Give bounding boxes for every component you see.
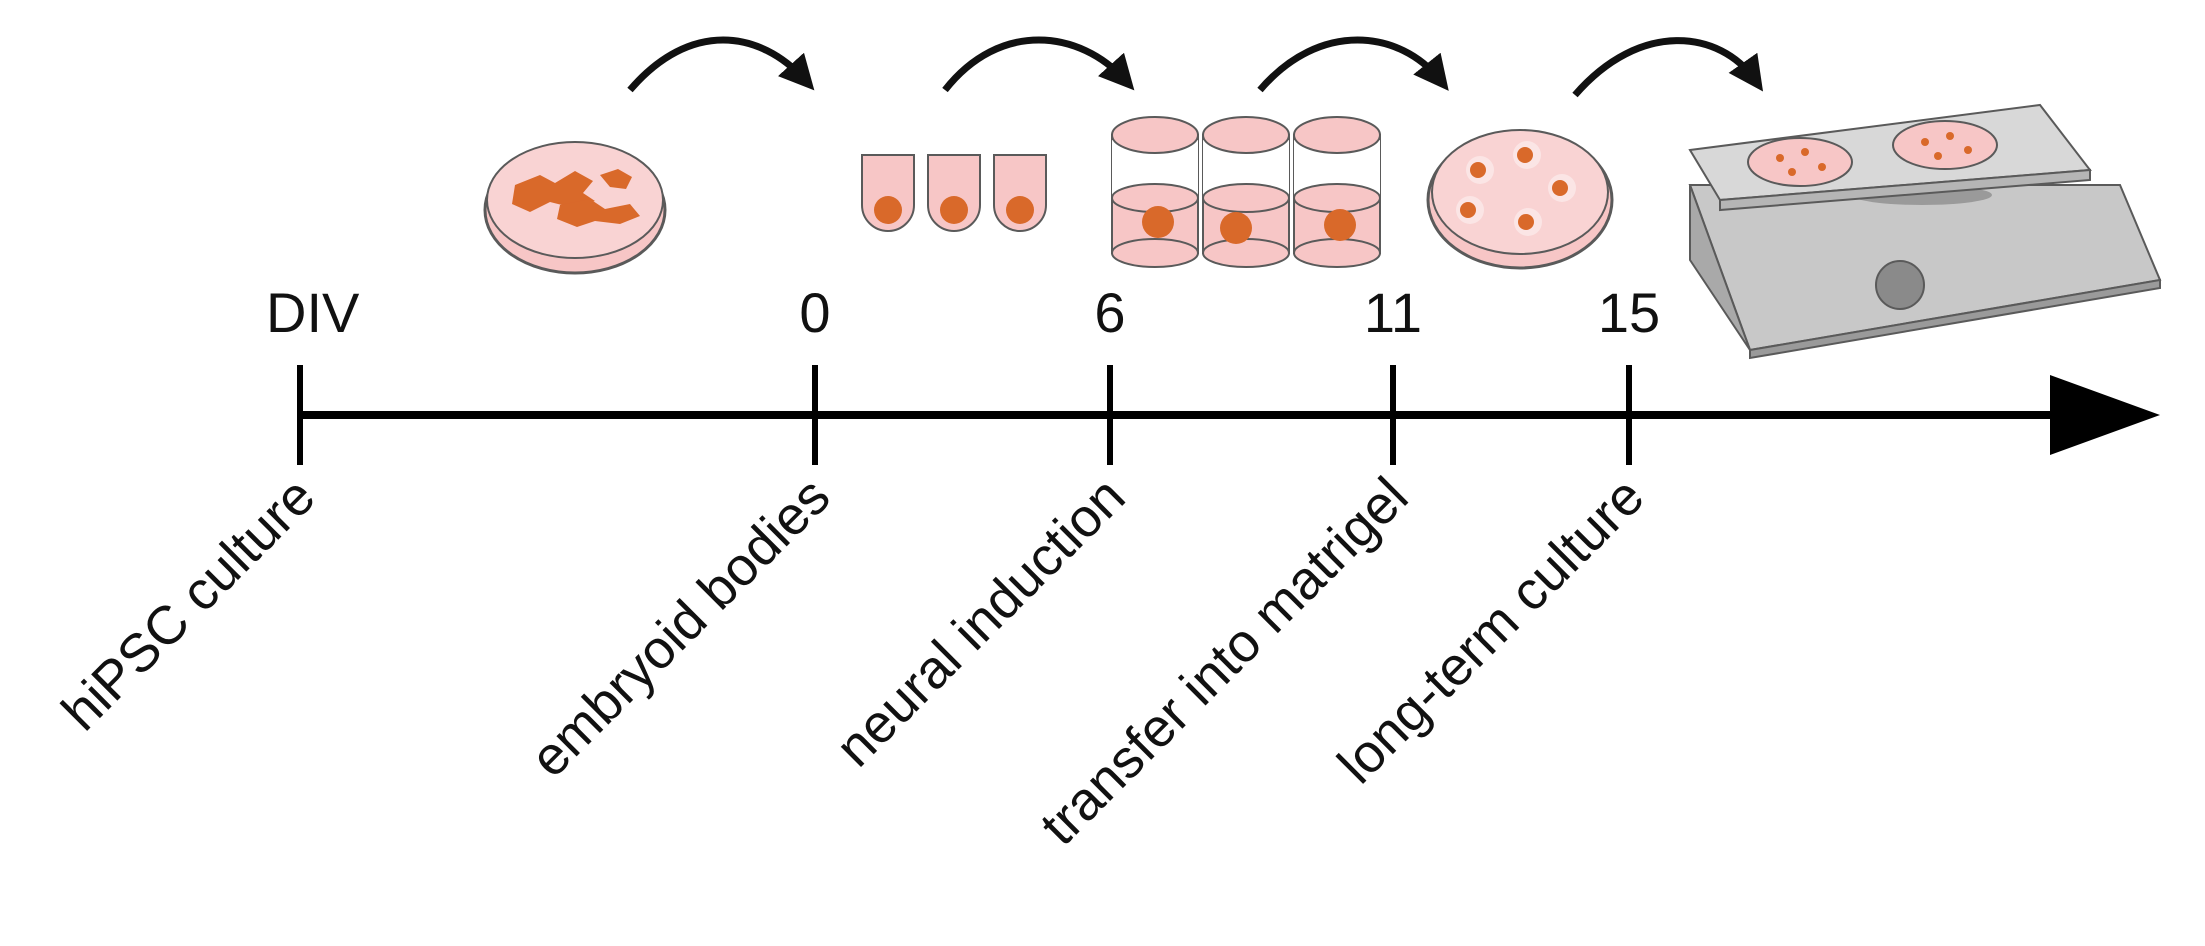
step-arrow-icon [942, 36, 1135, 93]
orbital-shaker-icon [1688, 103, 2162, 360]
tick-labels: DIV 0 6 11 15 [266, 281, 1660, 344]
tick-label: 15 [1598, 281, 1660, 344]
stage-label-hipsc: hiPSC culture [51, 466, 327, 742]
neural-induction-wells-icon [1111, 116, 1381, 268]
hipsc-dish-icon [483, 141, 667, 275]
tick-label: 11 [1364, 281, 1422, 344]
step-arrow-icon [1257, 36, 1449, 93]
stage-labels: hiPSC culture embryoid bodies neural ind… [51, 466, 1656, 856]
step-arrow-icon [627, 36, 815, 93]
axis-unit-label: DIV [266, 281, 360, 344]
tick-label: 0 [799, 281, 830, 344]
timeline-axis [297, 365, 2160, 465]
step-arrows [627, 36, 1764, 98]
matrigel-dish-icon [1426, 129, 1614, 270]
stage-label-neural-induction: neural induction [824, 466, 1136, 778]
step-arrow-icon [1572, 37, 1764, 98]
tick-label: 6 [1094, 281, 1125, 344]
stage-label-embryoid-bodies: embryoid bodies [519, 466, 842, 789]
ultra-low-attachment-wells-icon [861, 154, 1047, 232]
axis-arrowhead-icon [2050, 375, 2160, 455]
